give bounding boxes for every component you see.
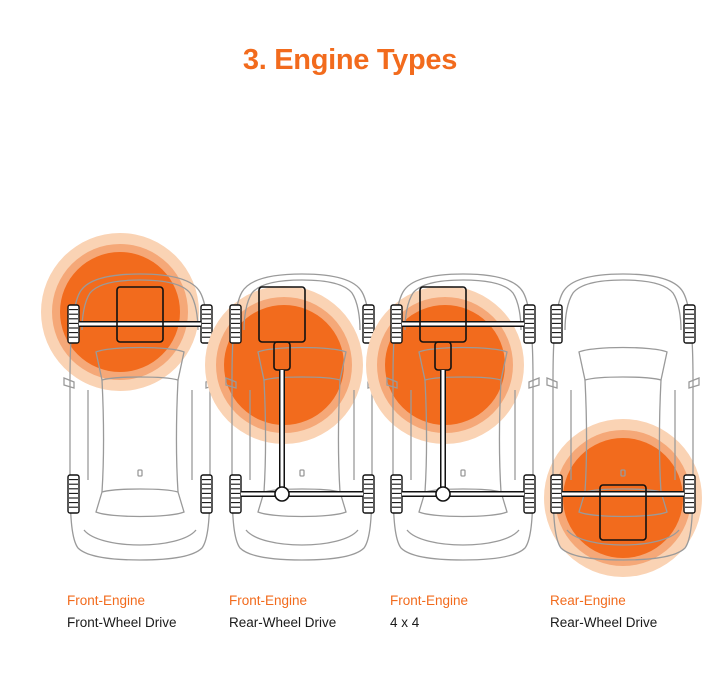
wheel-icon: [523, 304, 536, 344]
engine-type-label: Front-Engine: [390, 593, 469, 608]
wheel-icon: [683, 304, 696, 344]
car-caption-3: Front-Engine 4 x 4: [390, 590, 550, 634]
wheel-icon: [390, 304, 403, 344]
car-diagram-3: [366, 230, 543, 575]
wheel-icon: [683, 474, 696, 514]
engine-type-label: Front-Engine: [229, 593, 308, 608]
drive-type-label: Rear-Wheel Drive: [229, 615, 337, 630]
engine-highlight: [41, 233, 199, 391]
wheel-icon: [200, 474, 213, 514]
engine-block: [116, 286, 164, 343]
engine-block: [599, 484, 647, 541]
page-title: 3. Engine Types: [242, 44, 458, 76]
drive-type-label: Front-Wheel Drive: [67, 615, 177, 630]
wheel-icon: [67, 474, 80, 514]
differential: [435, 486, 451, 502]
wheel-icon: [550, 304, 563, 344]
engine-highlight: [544, 419, 702, 577]
drive-type-label: Rear-Wheel Drive: [550, 615, 658, 630]
car-diagram-4: [543, 230, 703, 577]
wheel-icon: [67, 304, 80, 344]
wheel-icon: [229, 304, 242, 344]
car-diagram-1: [41, 230, 220, 575]
wheel-icon: [229, 474, 242, 514]
differential: [274, 486, 290, 502]
drive-type-label: 4 x 4: [390, 615, 420, 630]
wheel-icon: [523, 474, 536, 514]
car-diagram-2: [205, 230, 382, 575]
wheel-icon: [550, 474, 563, 514]
engine-type-label: Rear-Engine: [550, 593, 626, 608]
engine-type-label: Front-Engine: [67, 593, 146, 608]
wheel-icon: [390, 474, 403, 514]
wheel-icon: [362, 474, 375, 514]
